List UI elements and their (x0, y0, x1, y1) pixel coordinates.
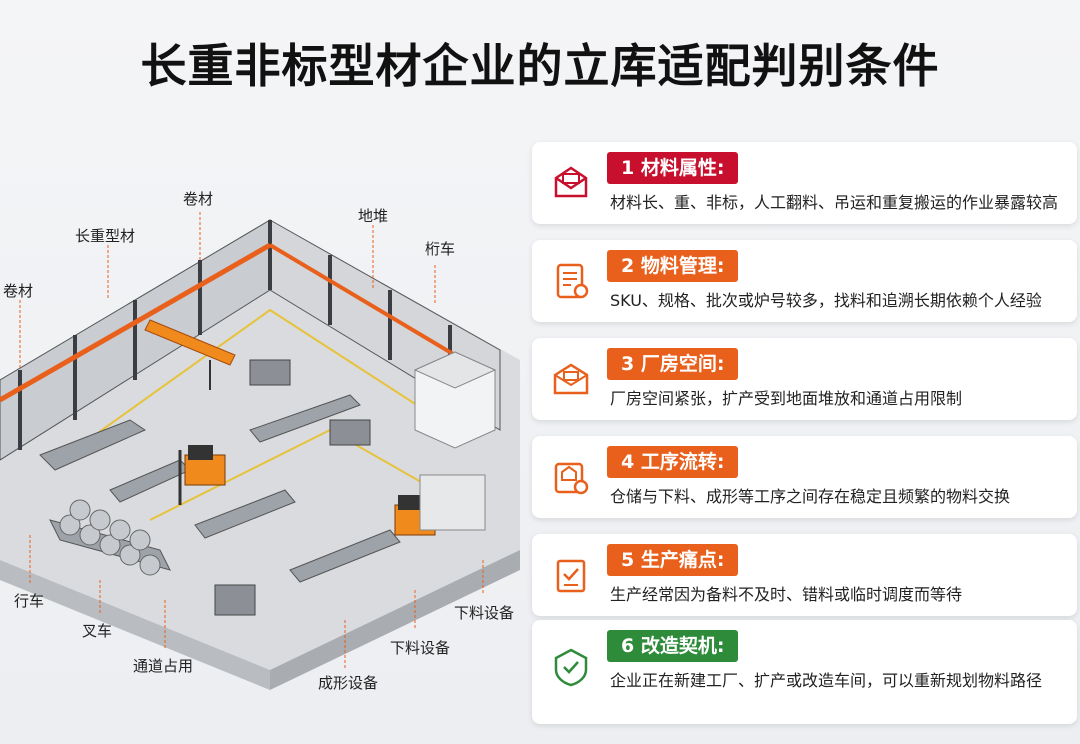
criteria-desc-2: SKU、规格、批次或炉号较多，找料和追溯长期依赖个人经验 (610, 291, 1042, 310)
criteria-card-4: 4 工序流转: 仓储与下料、成形等工序之间存在稳定且频繁的物料交换 (532, 436, 1077, 518)
label-chengxing: 成形设备 (318, 674, 379, 692)
label-chache: 叉车 (82, 622, 113, 640)
criteria-badge-4: 4 工序流转: (607, 446, 739, 478)
document-icon (556, 263, 589, 299)
warehouse-illustration: 卷材 长重型材 卷材 地堆 桁车 行车 叉车 通道占用 成形设备 下料设备 下料… (0, 130, 530, 744)
label-juancai-left: 卷材 (3, 282, 34, 300)
label-xialiao-2: 下料设备 (454, 604, 515, 622)
criteria-badge-5: 5 生产痛点: (607, 544, 739, 576)
forklift-1 (178, 445, 226, 505)
warehouse-drawing (0, 212, 520, 690)
criteria-desc-6: 企业正在新建工厂、扩产或改造车间，可以重新规划物料路径 (610, 671, 1043, 690)
criteria-card-2: 2 物料管理: SKU、规格、批次或炉号较多，找料和追溯长期依赖个人经验 (532, 240, 1077, 322)
criteria-badge-3: 3 厂房空间: (607, 348, 739, 380)
criteria-desc-3: 厂房空间紧张，扩产受到地面堆放和通道占用限制 (610, 389, 963, 408)
clipboard-icon (556, 559, 586, 593)
label-hangche-bottom: 行车 (14, 592, 45, 610)
criteria-desc-4: 仓储与下料、成形等工序之间存在稳定且频繁的物料交换 (610, 487, 1011, 506)
overhead-crane (144, 319, 236, 366)
criteria-card-5: 5 生产痛点: 生产经常因为备料不及时、错料或临时调度而等待 (532, 534, 1077, 616)
label-juancai-top: 卷材 (183, 190, 214, 208)
criteria-card-1: 1 材料属性: 材料长、重、非标，人工翻料、吊运和重复搬运的作业暴露较高 (532, 142, 1077, 224)
shield-check-icon (554, 648, 588, 687)
label-changzhong: 长重型材 (75, 227, 136, 245)
box-icon (554, 166, 588, 198)
process-icon (554, 462, 589, 495)
label-xialiao-1: 下料设备 (390, 639, 451, 657)
label-tongdao: 通道占用 (133, 657, 194, 675)
criteria-badge-1: 1 材料属性: (607, 152, 739, 184)
criteria-badge-2: 2 物料管理: (607, 250, 739, 282)
label-hangche-top: 桁车 (425, 240, 456, 258)
criteria-card-6: 6 改造契机: 企业正在新建工厂、扩产或改造车间，可以重新规划物料路径 (532, 620, 1077, 724)
criteria-desc-5: 生产经常因为备料不及时、错料或临时调度而等待 (610, 585, 963, 604)
criteria-card-3: 3 厂房空间: 厂房空间紧张，扩产受到地面堆放和通道占用限制 (532, 338, 1077, 420)
criteria-desc-1: 材料长、重、非标，人工翻料、吊运和重复搬运的作业暴露较高 (610, 193, 1059, 212)
page-title: 长重非标型材企业的立库适配判别条件 (140, 39, 940, 93)
criteria-badge-6: 6 改造契机: (607, 630, 739, 662)
label-didui: 地堆 (358, 207, 389, 225)
warehouse-icon (553, 363, 589, 395)
